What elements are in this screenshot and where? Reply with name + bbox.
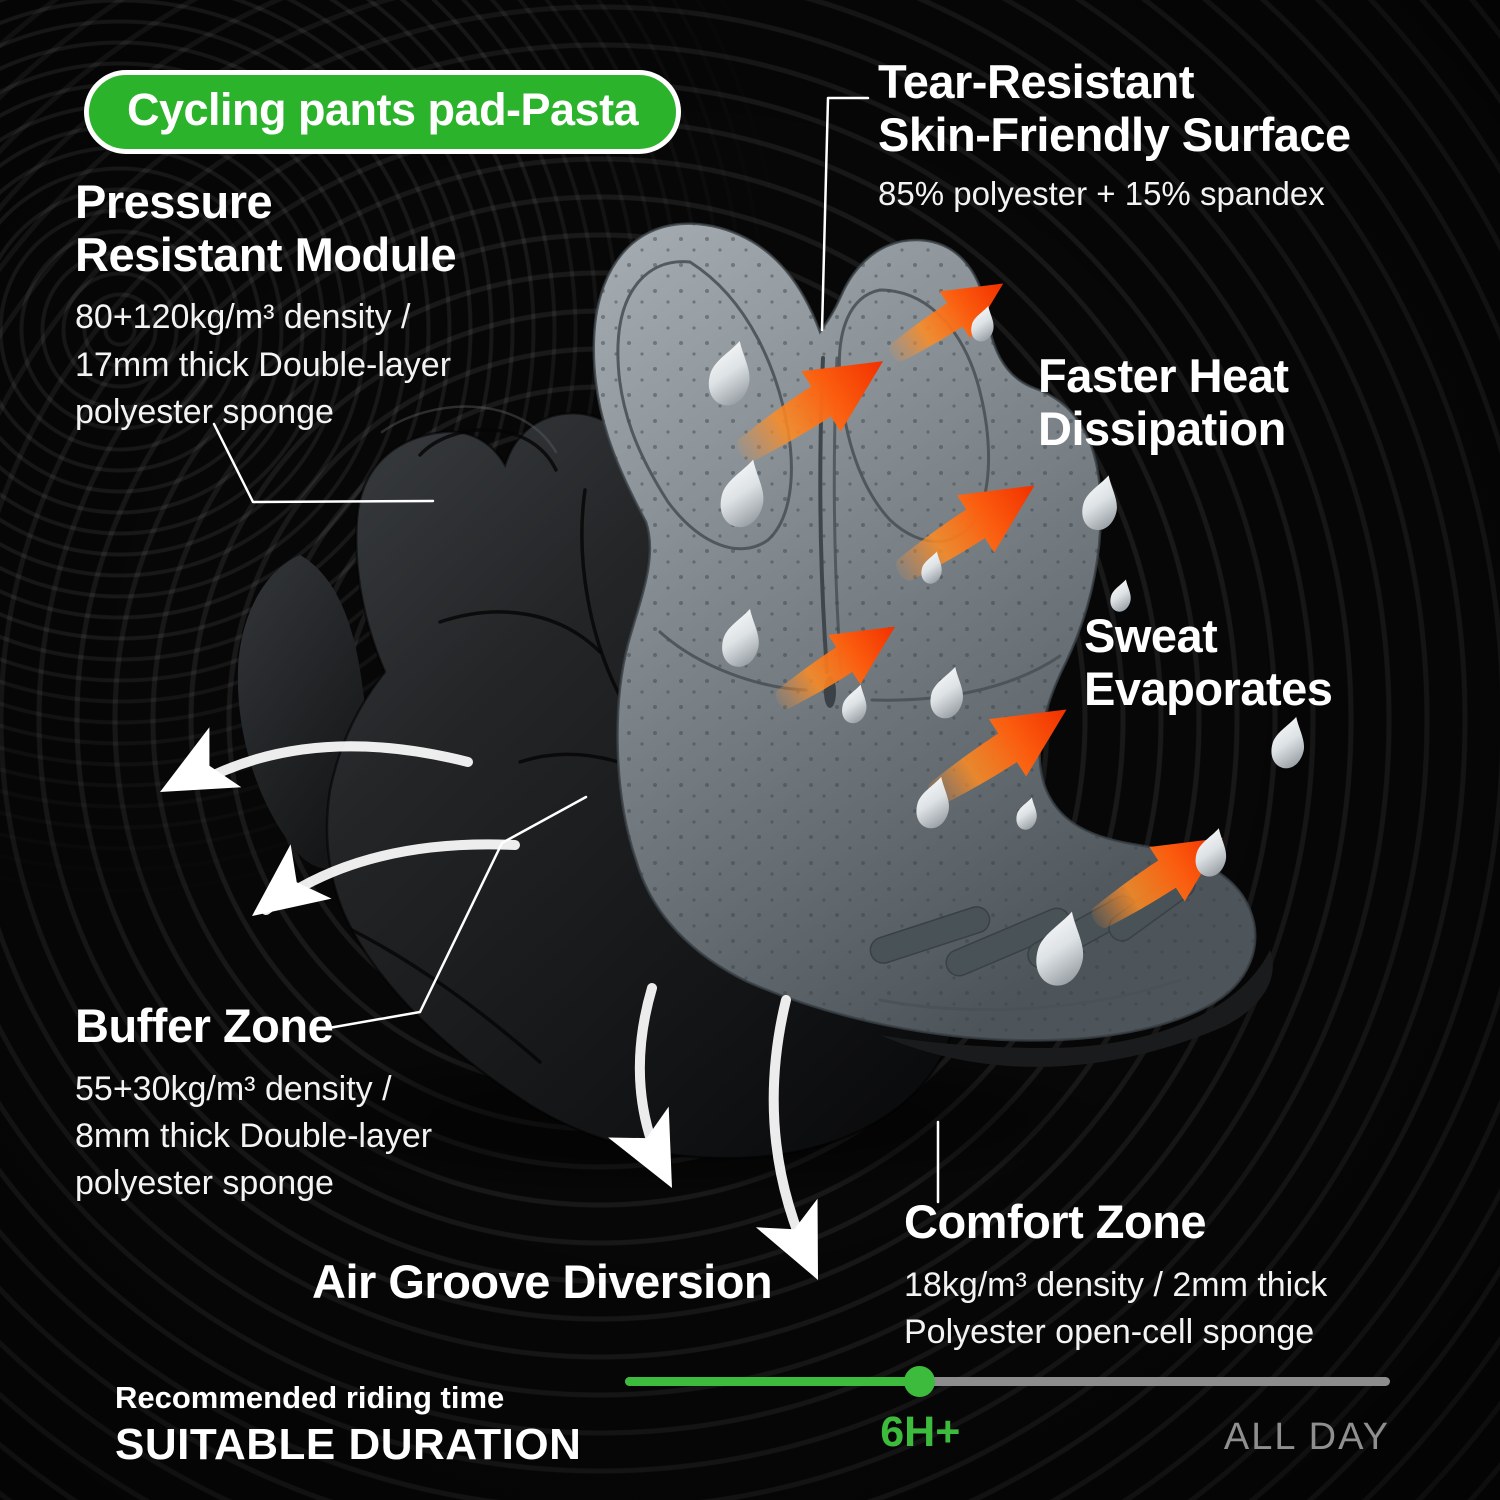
duration-max-label: ALL DAY	[1223, 1416, 1390, 1458]
callout-connectors	[212, 96, 940, 1204]
title-line: Pressure	[75, 175, 273, 228]
desc-line: 55+30kg/m³ density /	[75, 1069, 392, 1108]
sweat-evaporates-callout: Sweat Evaporates	[1084, 609, 1333, 715]
duration-title: SUITABLE DURATION	[115, 1420, 582, 1469]
comfort-zone-desc: 18kg/m³ density / 2mm thick Polyester op…	[904, 1262, 1327, 1357]
title-line: Dissipation	[1038, 401, 1286, 455]
duration-track	[625, 1377, 1390, 1386]
buffer-zone-desc: 55+30kg/m³ density / 8mm thick Double-la…	[75, 1066, 432, 1208]
duration-progress	[625, 1377, 921, 1386]
title-line: Evaporates	[1084, 661, 1333, 715]
desc-line: 8mm thick Double-layer	[75, 1116, 433, 1155]
comfort-zone-title: Comfort Zone	[904, 1195, 1327, 1249]
heat-dissipation-callout: Faster Heat Dissipation	[1038, 349, 1289, 455]
title-line: Skin-Friendly Surface	[878, 107, 1351, 161]
buffer-zone-callout: Buffer Zone 55+30kg/m³ density / 8mm thi…	[75, 999, 432, 1208]
desc-line: 17mm thick Double-layer	[75, 345, 452, 384]
tear-connector-line	[820, 96, 870, 332]
title-line: Sweat	[1084, 609, 1218, 662]
title-line: Tear-Resistant	[878, 55, 1195, 108]
heat-dissipation-title: Faster Heat Dissipation	[1038, 349, 1289, 455]
air-groove-callout: Air Groove Diversion	[312, 1255, 773, 1309]
product-badge-label: Cycling pants pad-Pasta	[127, 84, 639, 135]
comfort-zone-callout: Comfort Zone 18kg/m³ density / 2mm thick…	[904, 1195, 1327, 1357]
tear-resistant-title: Tear-Resistant Skin-Friendly Surface	[878, 55, 1351, 161]
air-groove-title: Air Groove Diversion	[312, 1255, 773, 1309]
title-line: Air Groove Diversion	[312, 1255, 773, 1308]
title-line: Buffer Zone	[75, 999, 334, 1052]
pressure-module-desc: 80+120kg/m³ density / 17mm thick Double-…	[75, 294, 456, 436]
pressure-module-callout: Pressure Resistant Module 80+120kg/m³ de…	[75, 175, 457, 436]
airflow-arrows	[144, 727, 849, 1295]
droplet-icon	[1267, 712, 1312, 772]
tear-resistant-callout: Tear-Resistant Skin-Friendly Surface 85%…	[878, 55, 1351, 217]
title-line: Resistant Module	[75, 227, 457, 281]
title-line: Faster Heat	[1038, 349, 1289, 402]
desc-line: Polyester open-cell sponge	[904, 1312, 1315, 1351]
desc-line: 18kg/m³ density / 2mm thick	[904, 1265, 1328, 1304]
desc-line: polyester sponge	[75, 392, 334, 431]
buffer-connector-line	[321, 795, 588, 1031]
duration-current-label: 6H+	[880, 1408, 961, 1456]
buffer-zone-title: Buffer Zone	[75, 999, 432, 1053]
duration-kicker: Recommended riding time	[115, 1380, 505, 1415]
black-pad	[237, 405, 1273, 1160]
desc-line: 85% polyester + 15% spandex	[878, 175, 1325, 213]
duration-slider: 6H+ ALL DAY	[625, 1350, 1390, 1470]
black-base-layer	[880, 950, 1273, 1067]
pressure-connector-line	[212, 422, 435, 504]
product-badge: Cycling pants pad-Pasta	[84, 70, 682, 154]
title-line: Comfort Zone	[904, 1195, 1207, 1248]
desc-line: 80+120kg/m³ density /	[75, 298, 411, 337]
desc-line: polyester sponge	[75, 1164, 334, 1203]
duration-knob	[904, 1366, 936, 1397]
sweat-evaporates-title: Sweat Evaporates	[1084, 609, 1333, 715]
pressure-module-title: Pressure Resistant Module	[75, 175, 457, 281]
tear-resistant-desc: 85% polyester + 15% spandex	[878, 171, 1351, 217]
